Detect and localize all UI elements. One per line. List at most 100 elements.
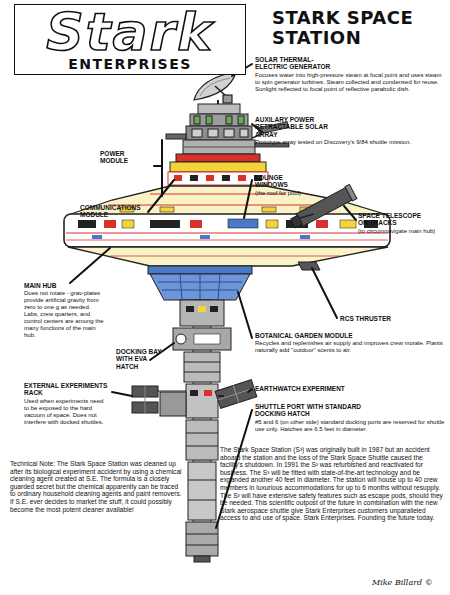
main-hub-part <box>262 207 276 212</box>
power-module <box>166 104 255 154</box>
leader-lines-part <box>112 392 132 396</box>
station-stem-part <box>204 390 212 396</box>
main-hub-part <box>200 235 210 239</box>
botanical-garden-part <box>180 274 182 300</box>
shuttle-port <box>186 522 218 562</box>
station-stem-part <box>184 352 220 382</box>
station-stem-part <box>180 300 224 326</box>
callout-group: RCS THRUSTER <box>340 315 430 323</box>
communications-module-part <box>168 172 268 185</box>
telescope-track <box>300 214 314 218</box>
station-stem-part <box>188 480 216 481</box>
main-hub-part <box>78 220 96 228</box>
callout-group: Mike Billard © <box>372 578 448 587</box>
power-module-part <box>224 129 234 137</box>
shuttle-port-part <box>194 556 210 562</box>
callout-group: AUXILARY POWER RETRACTABLE SOLAR ARRAYPr… <box>255 116 445 146</box>
callout-group: SHUTTLE PORT WITH STANDARD DOCKING HATCH… <box>255 403 445 433</box>
callout-group: BOTANICAL GARDEN MODULERecycles and repl… <box>255 332 445 354</box>
callout-group: POWER MODULE <box>100 150 142 166</box>
experiments-rack-part <box>145 386 146 413</box>
callout-text: Does not rotate - grav-plates provide ar… <box>24 290 106 338</box>
logo-box: StarkENTERPRISES <box>14 4 246 75</box>
communications-module-part <box>170 162 266 172</box>
space-telescope-part <box>345 184 357 200</box>
main-hub-part <box>316 220 328 228</box>
experiments-rack <box>132 386 186 416</box>
main-hub-part <box>104 220 116 228</box>
leader-lines-part <box>244 180 252 218</box>
callout-group: SPACE TELESCOPE ON TRACKS(to circumnavig… <box>358 212 444 235</box>
power-module-part <box>194 116 200 124</box>
signature: Mike Billard © <box>372 578 448 587</box>
callout-group: EARTHWATCH EXPERIMENT <box>255 385 445 393</box>
callout-text: Recycles and replenishes air supply and … <box>255 340 445 354</box>
rcs-thruster <box>298 262 320 270</box>
main-hub-part <box>150 220 180 228</box>
callout-group: COMMUNICATIONS MODULE <box>80 204 152 220</box>
station-stem-part <box>188 500 216 501</box>
note-text: The Stark Space Station (S³) was origina… <box>220 446 446 522</box>
callout-heading: EARTHWATCH EXPERIMENT <box>255 385 365 392</box>
callout-heading: MAIN HUB <box>24 282 106 289</box>
callout-group: SOLAR THERMAL-ELECTRIC GENERATORFocuses … <box>255 56 445 93</box>
callout-heading: SOLAR THERMAL-ELECTRIC GENERATOR <box>255 56 335 71</box>
earthwatch-experiment-part <box>233 385 239 402</box>
station-stem-part <box>210 306 218 312</box>
leader-lines-part <box>154 140 162 196</box>
main-hub-part <box>110 256 340 257</box>
power-module-part <box>192 129 202 137</box>
experiments-rack-part <box>158 391 186 392</box>
power-module-part <box>198 104 240 114</box>
callout-heading: BOTANICAL GARDEN MODULE <box>255 332 355 339</box>
power-module-part <box>183 140 255 154</box>
station-stem-part <box>176 334 186 344</box>
station-stem-part <box>186 433 218 434</box>
botanical-garden-part <box>148 266 252 274</box>
main-hub-part <box>340 220 356 228</box>
callout-text: #5 and 6 (on other side) standard dockin… <box>255 419 445 433</box>
power-module-part <box>238 116 244 124</box>
callout-heading: AUXILARY POWER RETRACTABLE SOLAR ARRAY <box>255 116 351 138</box>
main-hub-part <box>66 233 388 234</box>
power-module-part <box>186 126 252 140</box>
main-hub-part <box>66 240 388 241</box>
power-module-part <box>240 129 248 137</box>
callout-text: Prototype array tested on Discovery's 9/… <box>255 139 445 146</box>
callout-text: (to circumnavigate main hub) <box>358 228 444 235</box>
shuttle-port-part <box>186 545 218 546</box>
solar-dish-part <box>200 78 230 96</box>
station-stem-part <box>186 420 218 460</box>
main-hub-part <box>68 247 388 266</box>
main-hub <box>64 186 390 266</box>
communications-module-part <box>190 175 198 181</box>
callout-group: MAIN HUBDoes not rotate - grav-plates pr… <box>24 282 106 339</box>
callout-text: (the roof for pool) <box>255 190 365 197</box>
leader-lines-part <box>312 268 337 318</box>
callout-heading: RCS THRUSTER <box>340 315 430 322</box>
station-stem-part <box>184 372 220 373</box>
leader-lines-part <box>238 292 252 338</box>
botanical-garden-part <box>150 274 250 300</box>
leader-lines-part <box>148 180 174 212</box>
callout-heading: SPACE TELESCOPE ON TRACKS <box>358 212 428 227</box>
callout-group: Technical Note: The Stark Space Station … <box>10 460 182 513</box>
shuttle-port-part <box>186 522 218 556</box>
callout-heading: DOCKING BAY WITH EVA HATCH <box>116 348 166 370</box>
station-stem-part <box>198 306 206 312</box>
main-hub-part <box>266 220 278 228</box>
leader-lines-part <box>248 389 252 392</box>
main-hub-part <box>108 205 330 206</box>
main-hub-part <box>92 235 102 239</box>
station-stem-part <box>194 334 220 344</box>
main-hub-part <box>122 220 134 228</box>
power-module-part <box>166 134 186 139</box>
station-stem-part <box>186 384 218 418</box>
power-module-part <box>183 147 255 148</box>
shuttle-port-part <box>186 534 218 535</box>
solar-dish <box>194 72 236 106</box>
main-hub-part <box>64 214 390 247</box>
callout-heading: SHUTTLE PORT WITH STANDARD DOCKING HATCH <box>255 403 375 418</box>
callout-heading: EXTERNAL EXPERIMENTS RACK <box>24 382 110 397</box>
